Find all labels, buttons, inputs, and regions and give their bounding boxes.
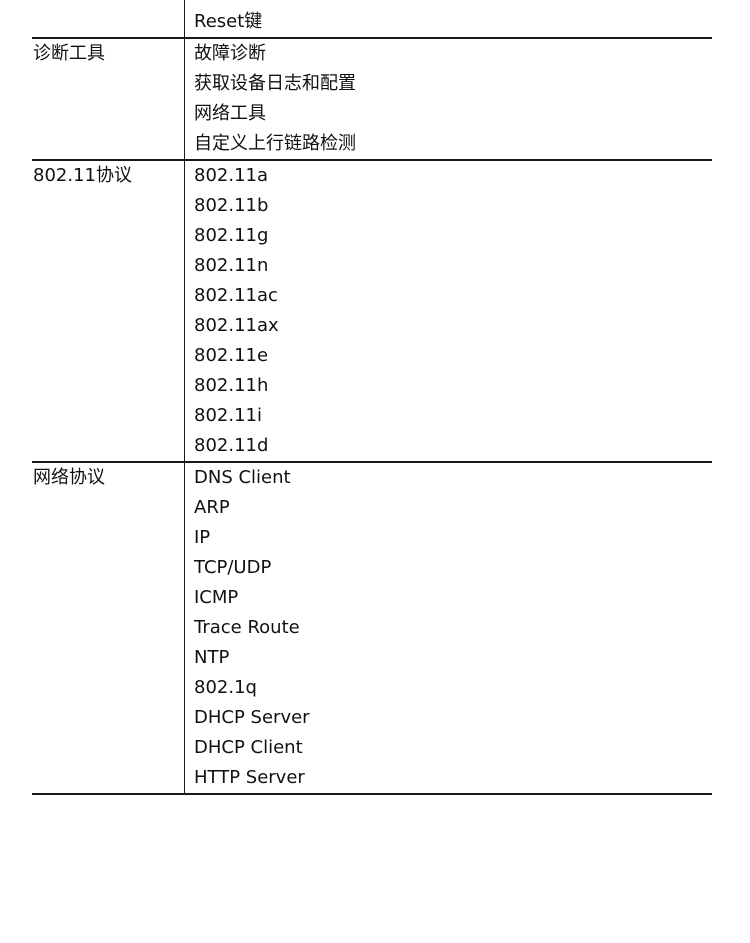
list-item: [194, 0, 712, 7]
list-item: DHCP Server: [194, 707, 310, 728]
list-item: 获取设备日志和配置: [194, 73, 356, 94]
list-item: Reset键: [194, 11, 263, 32]
list-item: 802.11g: [194, 225, 269, 246]
section-items: Reset键: [185, 0, 712, 37]
list-item: ICMP: [194, 587, 239, 608]
section-label: [32, 0, 185, 37]
list-item: 802.11e: [194, 345, 269, 366]
list-item: 802.1q: [194, 677, 257, 698]
list-item: DNS Client: [194, 467, 291, 488]
list-item: 802.11a: [194, 165, 269, 186]
list-item: 自定义上行链路检测: [194, 133, 356, 154]
list-item: HTTP Server: [194, 767, 305, 788]
list-item: 802.11ac: [194, 285, 278, 306]
table-section-80211: 802.11协议 802.11a 802.11b 802.11g 802.11n…: [32, 161, 712, 463]
section-label: 网络协议: [32, 463, 185, 793]
section-items: 802.11a 802.11b 802.11g 802.11n 802.11ac…: [185, 161, 712, 461]
list-item: TCP/UDP: [194, 557, 272, 578]
list-item: NTP: [194, 647, 230, 668]
table-section-buttons: Reset键: [32, 0, 712, 39]
list-item: ARP: [194, 497, 230, 518]
list-item: 802.11i: [194, 405, 262, 426]
list-item: 故障诊断: [194, 43, 266, 64]
table-section-diagnostics: 诊断工具 故障诊断 获取设备日志和配置 网络工具 自定义上行链路检测: [32, 39, 712, 161]
list-item: 802.11d: [194, 435, 269, 456]
list-item: 802.11b: [194, 195, 269, 216]
section-label: 诊断工具: [32, 39, 185, 159]
list-item: 802.11n: [194, 255, 269, 276]
list-item: DHCP Client: [194, 737, 303, 758]
list-item: Trace Route: [194, 617, 300, 638]
section-items: 故障诊断 获取设备日志和配置 网络工具 自定义上行链路检测: [185, 39, 712, 159]
section-items: DNS Client ARP IP TCP/UDP ICMP Trace Rou…: [185, 463, 712, 793]
table-section-network-protocols: 网络协议 DNS Client ARP IP TCP/UDP ICMP Trac…: [32, 463, 712, 795]
list-item: 网络工具: [194, 103, 266, 124]
list-item: IP: [194, 527, 211, 548]
list-item: 802.11ax: [194, 315, 279, 336]
section-label: 802.11协议: [32, 161, 185, 461]
spec-table: Reset键 诊断工具 故障诊断 获取设备日志和配置 网络工具 自定义上行链路检…: [32, 0, 712, 795]
list-item: 802.11h: [194, 375, 269, 396]
